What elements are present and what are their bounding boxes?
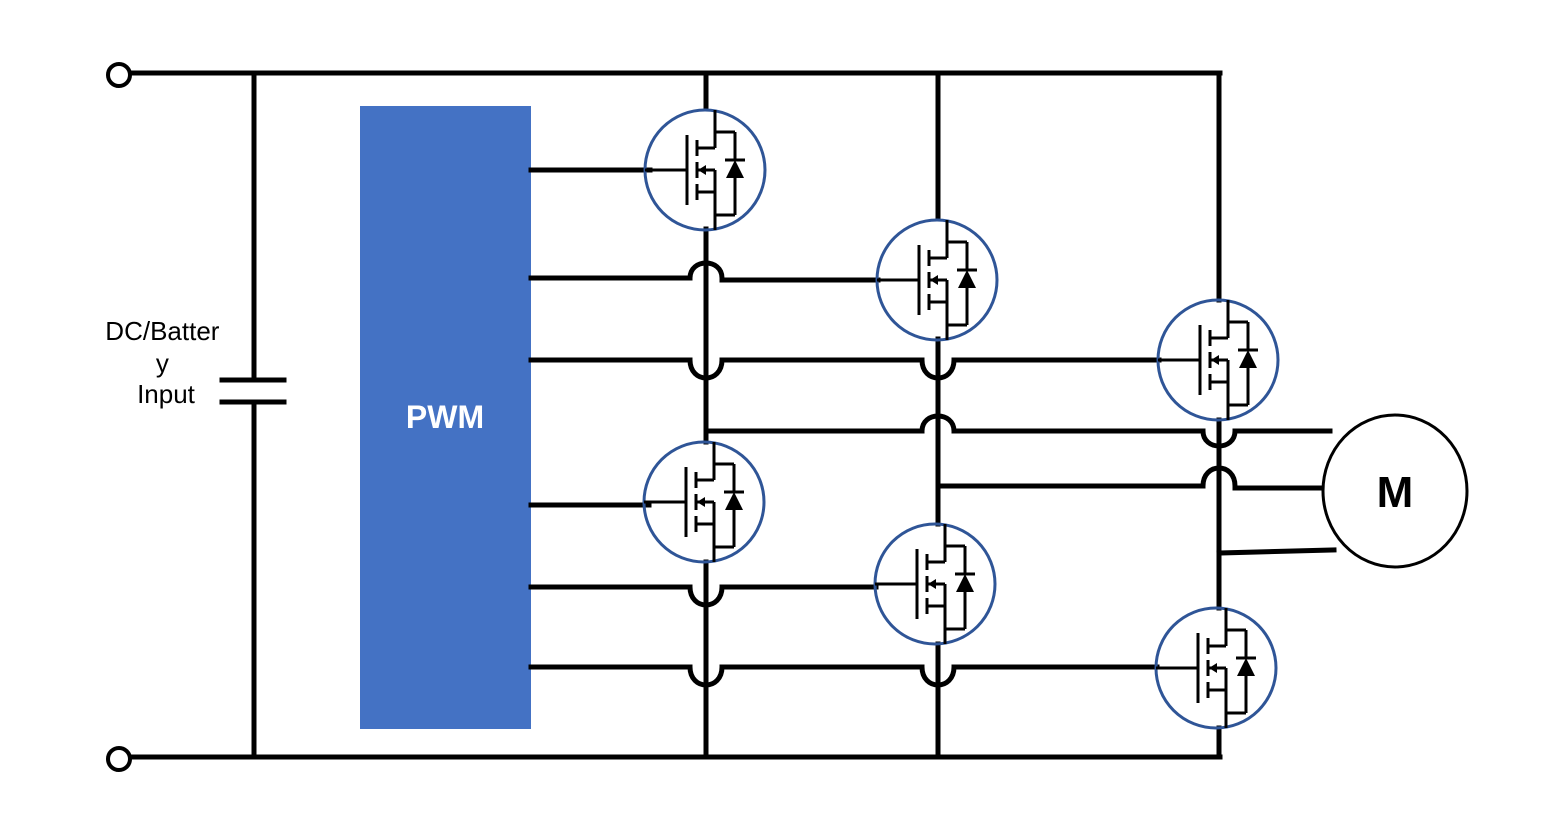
gate-drive-lines [528,167,1162,688]
negative-terminal[interactable] [106,746,132,772]
mosfet-low-side-3 [1154,606,1278,730]
motor: M [1321,413,1469,569]
positive-terminal[interactable] [106,62,132,88]
pwm-label: PWM [406,399,484,435]
phase-output-lines [703,413,1337,556]
mosfet-high-side-3 [1156,298,1280,422]
pwm-controller: PWM [360,106,531,729]
mosfet-high-side-2 [875,218,999,342]
input-label: DC/Batter y Input [105,316,226,409]
mosfet-low-side-1 [642,440,766,564]
input-capacitor [219,70,287,760]
mosfet-high-side-1 [643,108,767,232]
mosfet-low-side-2 [873,522,997,646]
motor-label: M [1377,468,1414,517]
